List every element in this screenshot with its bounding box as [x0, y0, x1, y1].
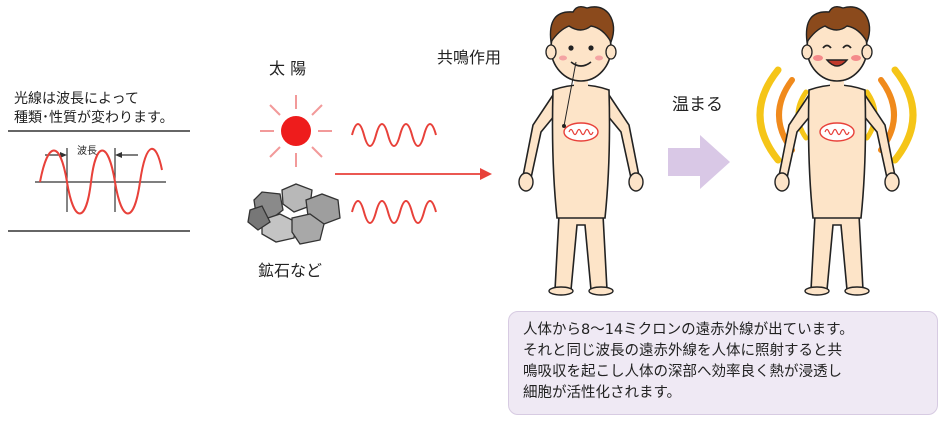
caption-line4: 細胞が活性化されます。: [523, 385, 682, 401]
wavelength-note-line1: 光線は波長によって: [14, 91, 139, 107]
ore-wave: [351, 200, 437, 224]
resonance-label: 共鳴作用: [437, 48, 502, 67]
sun-icon: [260, 95, 332, 167]
wavelength-wave: [39, 148, 163, 215]
wavelength-note-line2: 種類･性質が変わります。: [14, 110, 174, 126]
caption-line1: 人体から8～14ミクロンの遠赤外線が出ています。: [523, 322, 854, 338]
sun-wave: [351, 123, 437, 147]
warm-arrow: [668, 135, 730, 189]
caption-box: 人体から8～14ミクロンの遠赤外線が出ています。 それと同じ波長の遠赤外線を人体…: [508, 311, 938, 415]
wavelength-label: 波長: [77, 146, 97, 157]
caption-line3: 鳴吸収を起こし人体の深部へ効率良く熱が浸透し: [523, 364, 842, 380]
person-after: [774, 5, 900, 296]
person-before: [518, 5, 644, 296]
caption-line2: それと同じ波長の遠赤外線を人体に照射すると共: [523, 343, 842, 359]
ray-arrow: [335, 168, 492, 180]
warm-label: 温まる: [672, 95, 723, 115]
sun-label: 太 陽: [269, 59, 307, 78]
ore-label: 鉱石など: [258, 261, 323, 280]
ore-icon: [247, 183, 341, 245]
wavelength-figure: [8, 130, 190, 232]
